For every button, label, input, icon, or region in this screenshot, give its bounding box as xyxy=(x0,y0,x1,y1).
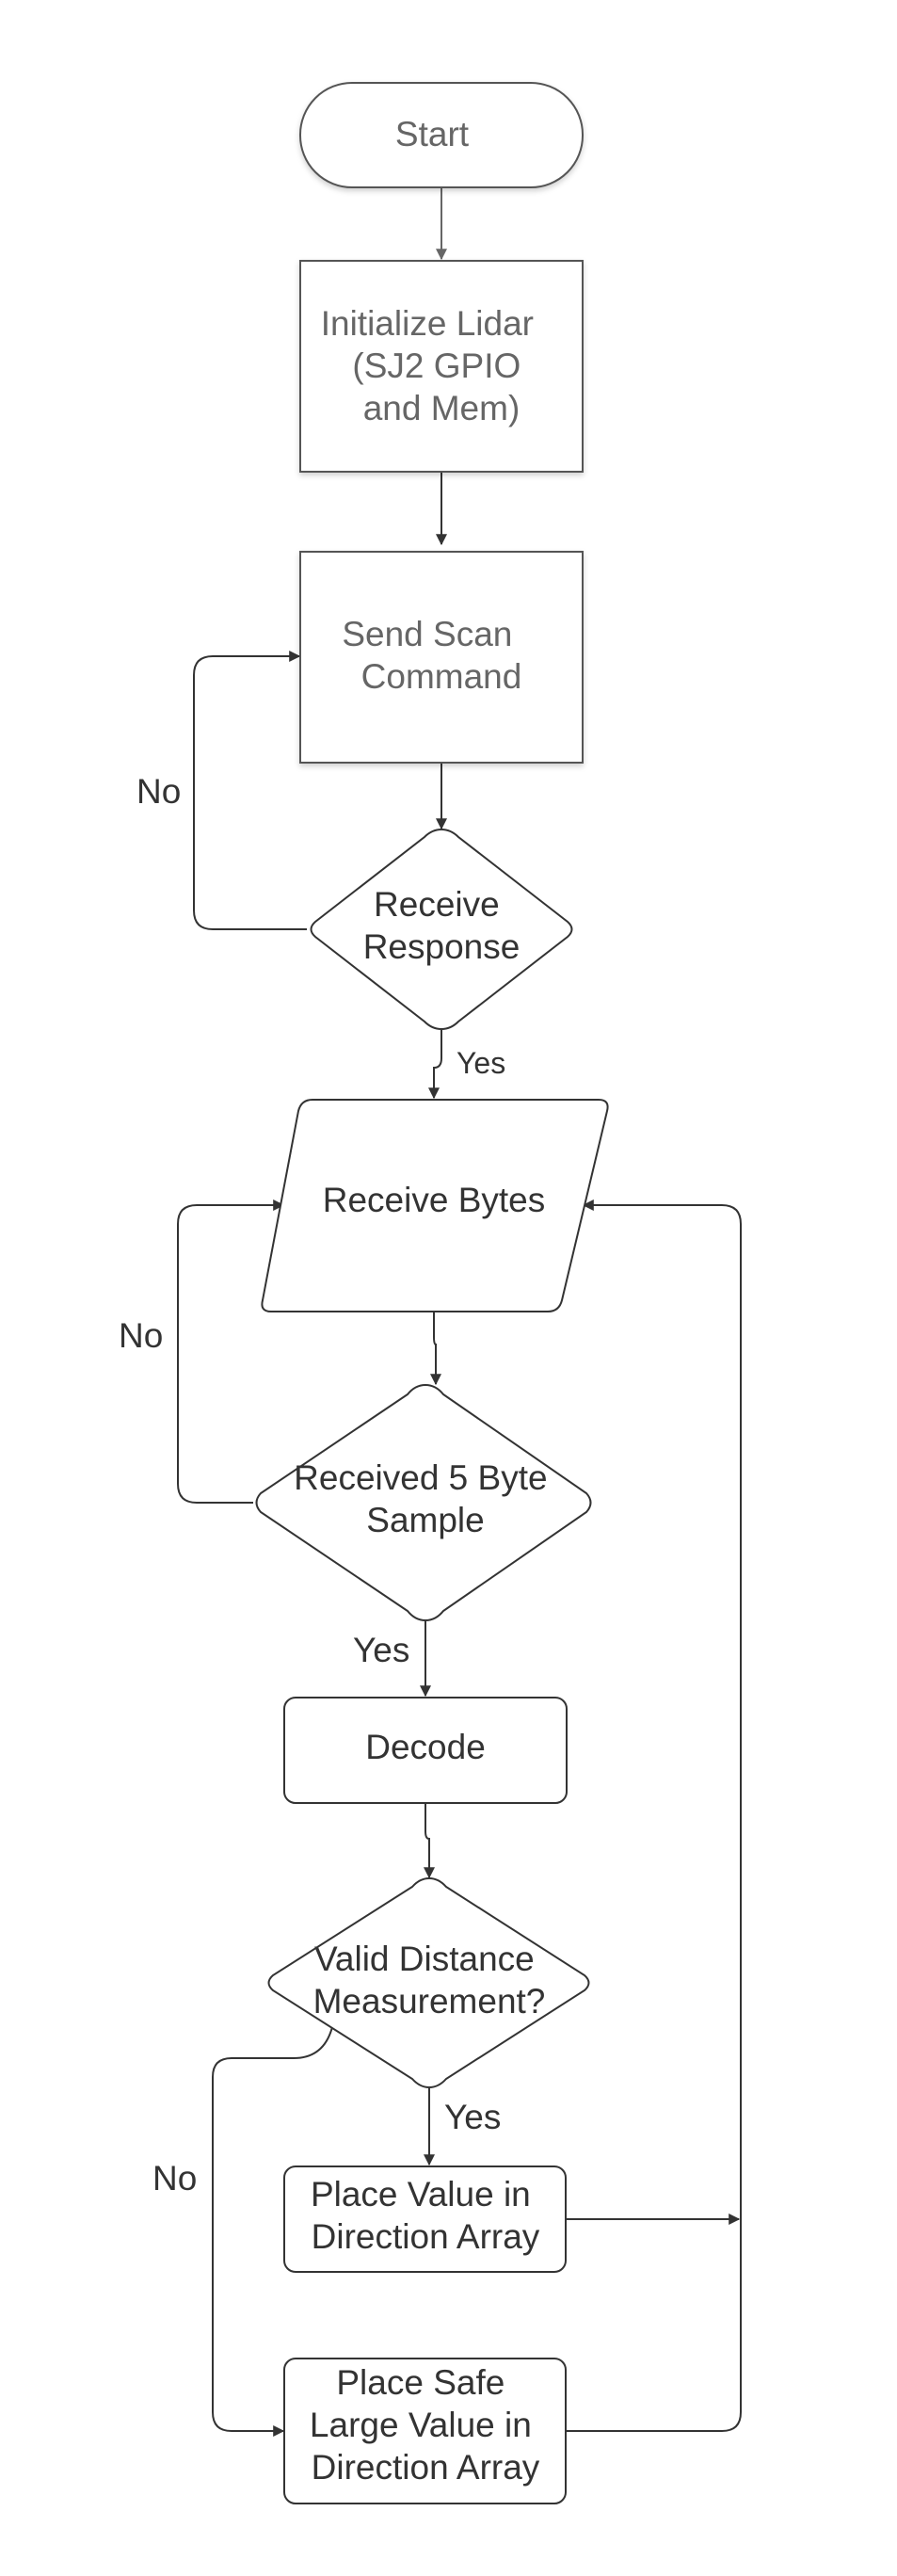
receive-response-label: Receive Response xyxy=(363,885,521,966)
node-start: Start xyxy=(299,82,584,188)
edge-labels: No Yes No Yes Yes No xyxy=(119,772,505,2198)
place-value-process-box xyxy=(283,2165,567,2273)
edge-response-yes xyxy=(428,1030,442,1100)
edge-bytes-to-sample xyxy=(430,1312,441,1386)
valid-distance-decision-shape xyxy=(267,1876,590,2089)
node-decode: Decode xyxy=(283,1697,568,1804)
edge-label-response-no: No xyxy=(136,772,181,811)
edge-label-sample-no: No xyxy=(119,1316,163,1355)
place-safe-label: Place Safe Large Value in Direction Arra… xyxy=(310,2363,541,2487)
node-place-value: Place Value in Direction Array xyxy=(283,2165,567,2273)
decode-label: Decode xyxy=(365,1728,486,1766)
received-sample-decision-shape xyxy=(255,1383,592,1622)
edge-sample-no-loop xyxy=(177,1199,285,1504)
edge-label-response-yes: Yes xyxy=(457,1046,505,1080)
edge-label-valid-yes: Yes xyxy=(444,2098,501,2136)
receive-bytes-label: Receive Bytes xyxy=(323,1181,546,1219)
initialize-lidar-label: Initialize Lidar (SJ2 GPIO and Mem) xyxy=(321,304,544,427)
place-value-label: Place Value in Direction Array xyxy=(311,2175,540,2256)
place-safe-process-box xyxy=(283,2358,567,2504)
node-receive-bytes: Receive Bytes xyxy=(261,1099,609,1312)
edge-response-no-loop xyxy=(193,651,307,930)
node-initialize-lidar: Initialize Lidar (SJ2 GPIO and Mem) xyxy=(299,260,584,473)
received-sample-label: Received 5 Byte Sample xyxy=(294,1458,557,1539)
edge-loop-back-to-receive-bytes xyxy=(566,1199,742,2432)
send-scan-command-label: Send Scan Command xyxy=(342,615,521,696)
edge-label-sample-yes: Yes xyxy=(353,1631,409,1669)
edge-valid-no-loop xyxy=(212,2026,333,2437)
decode-process-box xyxy=(283,1697,568,1804)
send-scan-command-box xyxy=(299,551,584,764)
receive-bytes-io-shape xyxy=(261,1099,609,1312)
node-receive-response: Receive Response xyxy=(310,828,573,1031)
receive-response-decision-shape xyxy=(310,828,573,1031)
start-terminator-shape xyxy=(299,82,584,188)
edge-decode-to-valid xyxy=(424,1803,435,1879)
start-label: Start xyxy=(395,115,470,153)
valid-distance-label: Valid Distance Measurement? xyxy=(313,1940,546,2021)
node-place-safe: Place Safe Large Value in Direction Arra… xyxy=(283,2358,567,2504)
node-received-sample: Received 5 Byte Sample xyxy=(255,1383,592,1622)
initialize-lidar-box xyxy=(299,260,584,473)
node-valid-distance: Valid Distance Measurement? xyxy=(267,1876,590,2089)
node-send-scan-command: Send Scan Command xyxy=(299,551,584,764)
edge-label-valid-no: No xyxy=(152,2159,197,2198)
edges xyxy=(177,188,742,2437)
